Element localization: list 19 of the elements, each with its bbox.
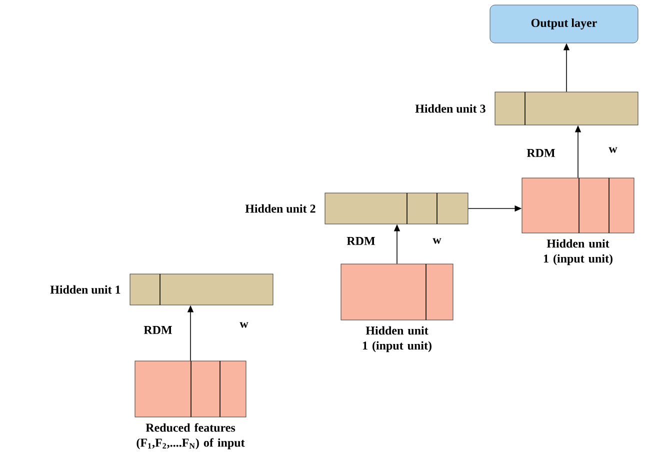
weight-label: w xyxy=(432,238,442,244)
weight-label: RDM xyxy=(526,149,555,157)
input-block: Hidden unit 1 (input unit) xyxy=(522,178,634,266)
node-label: Hidden unit 1 (input unit) xyxy=(362,326,432,352)
node-label: Hidden unit 1 xyxy=(50,285,120,294)
node-label: Hidden unit 1 (input unit) xyxy=(544,239,612,266)
node-label: Hidden unit 2 xyxy=(245,204,316,213)
node-label: Hidden unit 3 xyxy=(415,104,486,113)
input-block: Hidden unit 1 (input unit) xyxy=(340,264,454,352)
hidden-unit-bar: Hidden unit 3 xyxy=(415,92,638,126)
weight-label: RDM xyxy=(346,237,375,245)
output-box: Output layer xyxy=(490,4,638,44)
weight-label: w xyxy=(240,322,248,328)
node-label: Reduced features (F$_{1}$,F$_{2}$,....F$_{N}$) of input xyxy=(136,423,245,450)
hidden-unit-bar: Hidden unit 1 xyxy=(50,274,274,306)
input-block: Reduced features (F$_{1}$,F$_{2}$,....F$_{N}$) of input xyxy=(134,360,246,450)
hidden-unit-bar: Hidden unit 2 xyxy=(245,192,468,224)
weight-label: w xyxy=(608,147,618,153)
weight-label: RDM xyxy=(144,326,172,334)
